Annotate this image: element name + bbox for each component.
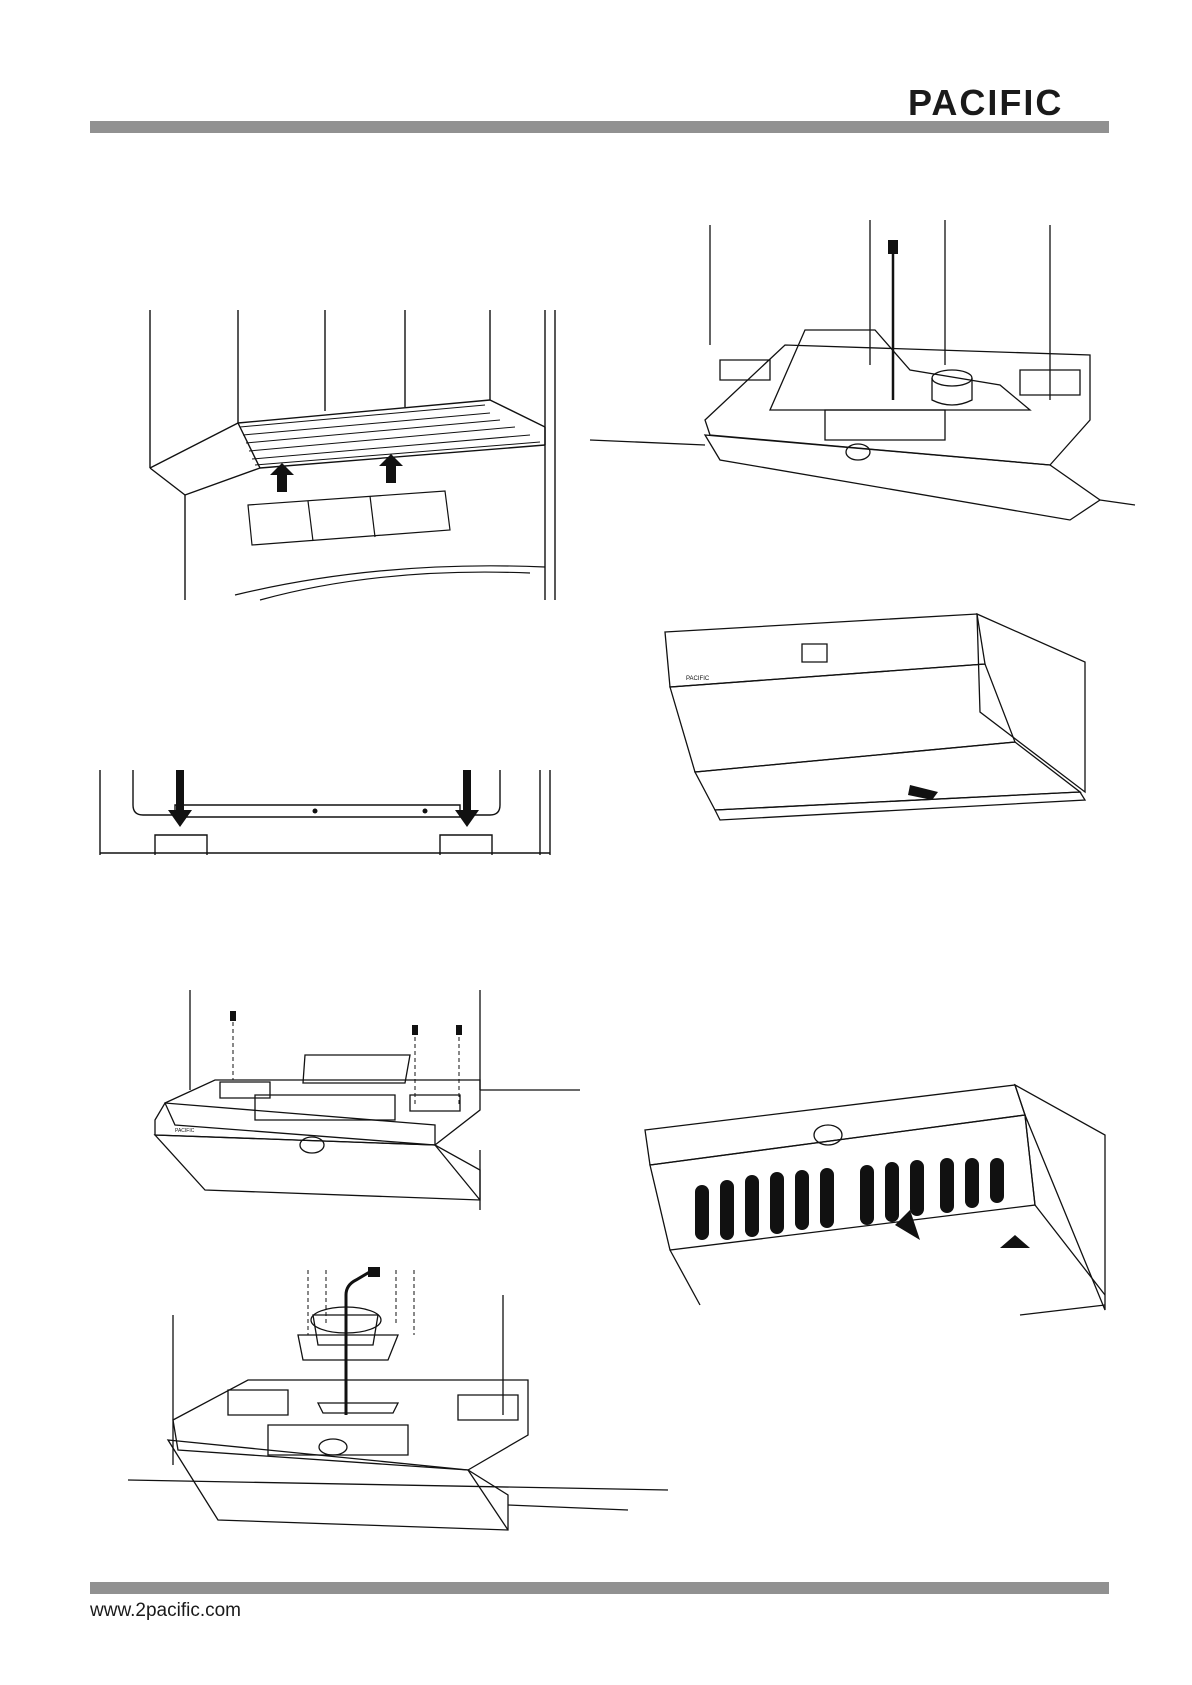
brand-logo: PACIFIC xyxy=(908,86,1110,120)
panel-brand-small-2: PACIFIC xyxy=(686,676,710,682)
figure-grease-filter xyxy=(640,1080,1110,1320)
figure-filter-removal: PACIFIC xyxy=(660,612,1100,822)
figure-mounting-plate xyxy=(140,305,560,600)
header-rule xyxy=(90,121,1109,133)
footer-rule xyxy=(90,1582,1109,1594)
website-url[interactable]: www.2pacific.com xyxy=(90,1600,241,1622)
figure-hood-screws: PACIFIC xyxy=(135,985,580,1215)
figure-blower-adapter xyxy=(128,1265,668,1565)
figure-hood-powercord xyxy=(590,220,1140,530)
figure-bracket-rail xyxy=(95,765,555,857)
panel-brand-small: PACIFIC xyxy=(175,1128,195,1134)
